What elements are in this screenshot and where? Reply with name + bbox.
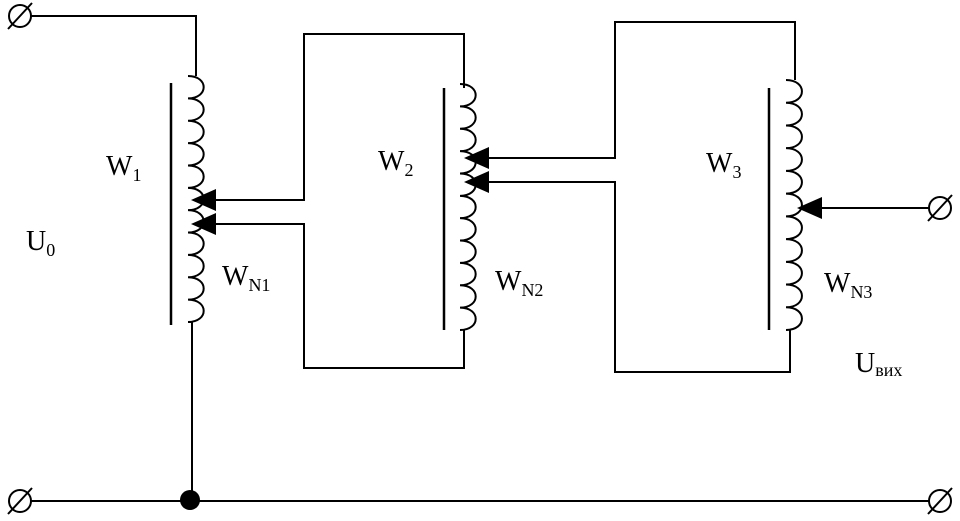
- label-w2: W2: [378, 146, 413, 180]
- terminal-output-right: [927, 194, 953, 222]
- tap-wire-1b: [212, 223, 465, 369]
- junction-dot: [180, 490, 200, 510]
- label-u-out: Uвих: [855, 348, 902, 380]
- tap-arrow-2a: [464, 147, 489, 169]
- terminal-bottom-left: [7, 487, 33, 515]
- coil-w3: [785, 79, 803, 331]
- tap-arrow-3: [797, 197, 822, 219]
- tap-wire-2a: [486, 21, 796, 159]
- tap-wire-1a: [212, 33, 465, 201]
- input-wire: [31, 15, 197, 76]
- coil-w2: [459, 83, 477, 331]
- label-wn1: WN1: [222, 261, 270, 295]
- label-u0: U0: [26, 226, 55, 260]
- tap-arrow-1a: [191, 189, 216, 211]
- label-wn2: WN2: [495, 266, 543, 300]
- label-w3: W3: [706, 148, 741, 182]
- label-w1: W1: [106, 151, 141, 185]
- label-wn3: WN3: [824, 268, 872, 302]
- tap-arrow-2b: [464, 171, 489, 193]
- tap-arrow-1b: [191, 213, 216, 235]
- tap-wire-2b: [486, 181, 791, 373]
- terminal-top-left: [7, 2, 33, 30]
- coil-1-return-wire: [188, 321, 193, 501]
- terminal-bottom-right: [927, 487, 953, 515]
